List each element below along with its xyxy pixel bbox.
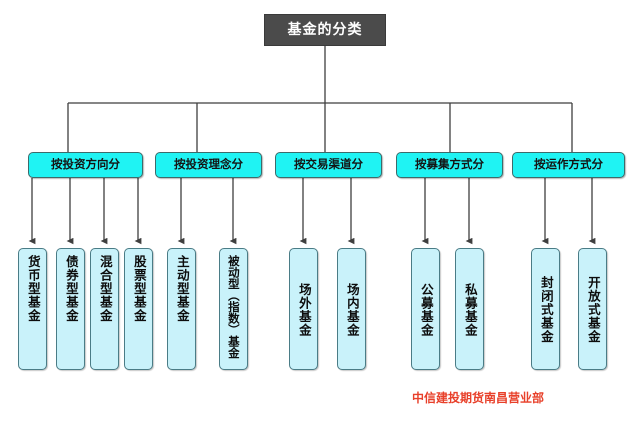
category-node-label: 按投资理念分 xyxy=(174,157,243,172)
leaf-node-label: 开放式基金 xyxy=(585,276,601,344)
leaf-node-equity-fund[interactable]: 股票型基金 xyxy=(124,248,153,370)
category-node-investment-philosophy[interactable]: 按投资理念分 xyxy=(155,152,262,178)
leaf-node-label: 场内基金 xyxy=(344,283,360,337)
category-node-operation-method[interactable]: 按运作方式分 xyxy=(512,152,625,178)
leaf-node-active-fund[interactable]: 主动型基金 xyxy=(167,248,196,370)
leaf-node-closed-end-fund[interactable]: 封闭式基金 xyxy=(531,248,560,370)
category-node-label: 按运作方式分 xyxy=(534,157,603,172)
category-node-trading-channel[interactable]: 按交易渠道分 xyxy=(275,152,382,178)
leaf-node-private-offering-fund[interactable]: 私募基金 xyxy=(455,248,484,370)
leaf-node-label: 混合型基金 xyxy=(97,255,113,323)
leaf-node-label: 公募基金 xyxy=(418,283,434,337)
leaf-node-hybrid-fund[interactable]: 混合型基金 xyxy=(90,248,119,370)
leaf-node-exchange-traded-fund[interactable]: 场内基金 xyxy=(337,248,366,370)
category-node-fundraising-method[interactable]: 按募集方式分 xyxy=(396,152,503,178)
leaf-node-otc-fund[interactable]: 场外基金 xyxy=(289,248,318,370)
leaf-node-passive-index-fund[interactable]: 被动型（指数）基金 xyxy=(219,248,248,370)
footer-credit: 中信建投期货南昌营业部 xyxy=(412,391,545,405)
leaf-node-label: 股票型基金 xyxy=(131,255,147,323)
category-node-investment-direction[interactable]: 按投资方向分 xyxy=(28,152,143,178)
leaf-node-bond-fund[interactable]: 债券型基金 xyxy=(56,248,85,370)
leaf-node-label: 货币型基金 xyxy=(25,255,41,323)
leaf-node-money-market-fund[interactable]: 货币型基金 xyxy=(18,248,47,370)
root-node[interactable]: 基金的分类 xyxy=(264,14,386,46)
leaf-node-public-offering-fund[interactable]: 公募基金 xyxy=(411,248,440,370)
category-node-label: 按投资方向分 xyxy=(51,157,120,172)
leaf-node-open-end-fund[interactable]: 开放式基金 xyxy=(578,248,607,370)
category-node-label: 按募集方式分 xyxy=(415,157,484,172)
leaf-node-label: 私募基金 xyxy=(462,283,478,337)
root-node-label: 基金的分类 xyxy=(287,22,363,38)
leaf-node-label: 被动型（指数）基金 xyxy=(226,255,241,359)
leaf-node-label: 场外基金 xyxy=(296,283,312,337)
leaf-node-label: 封闭式基金 xyxy=(538,276,554,344)
category-node-label: 按交易渠道分 xyxy=(294,157,363,172)
leaf-node-label: 主动型基金 xyxy=(174,255,190,323)
leaf-node-label: 债券型基金 xyxy=(63,255,79,323)
